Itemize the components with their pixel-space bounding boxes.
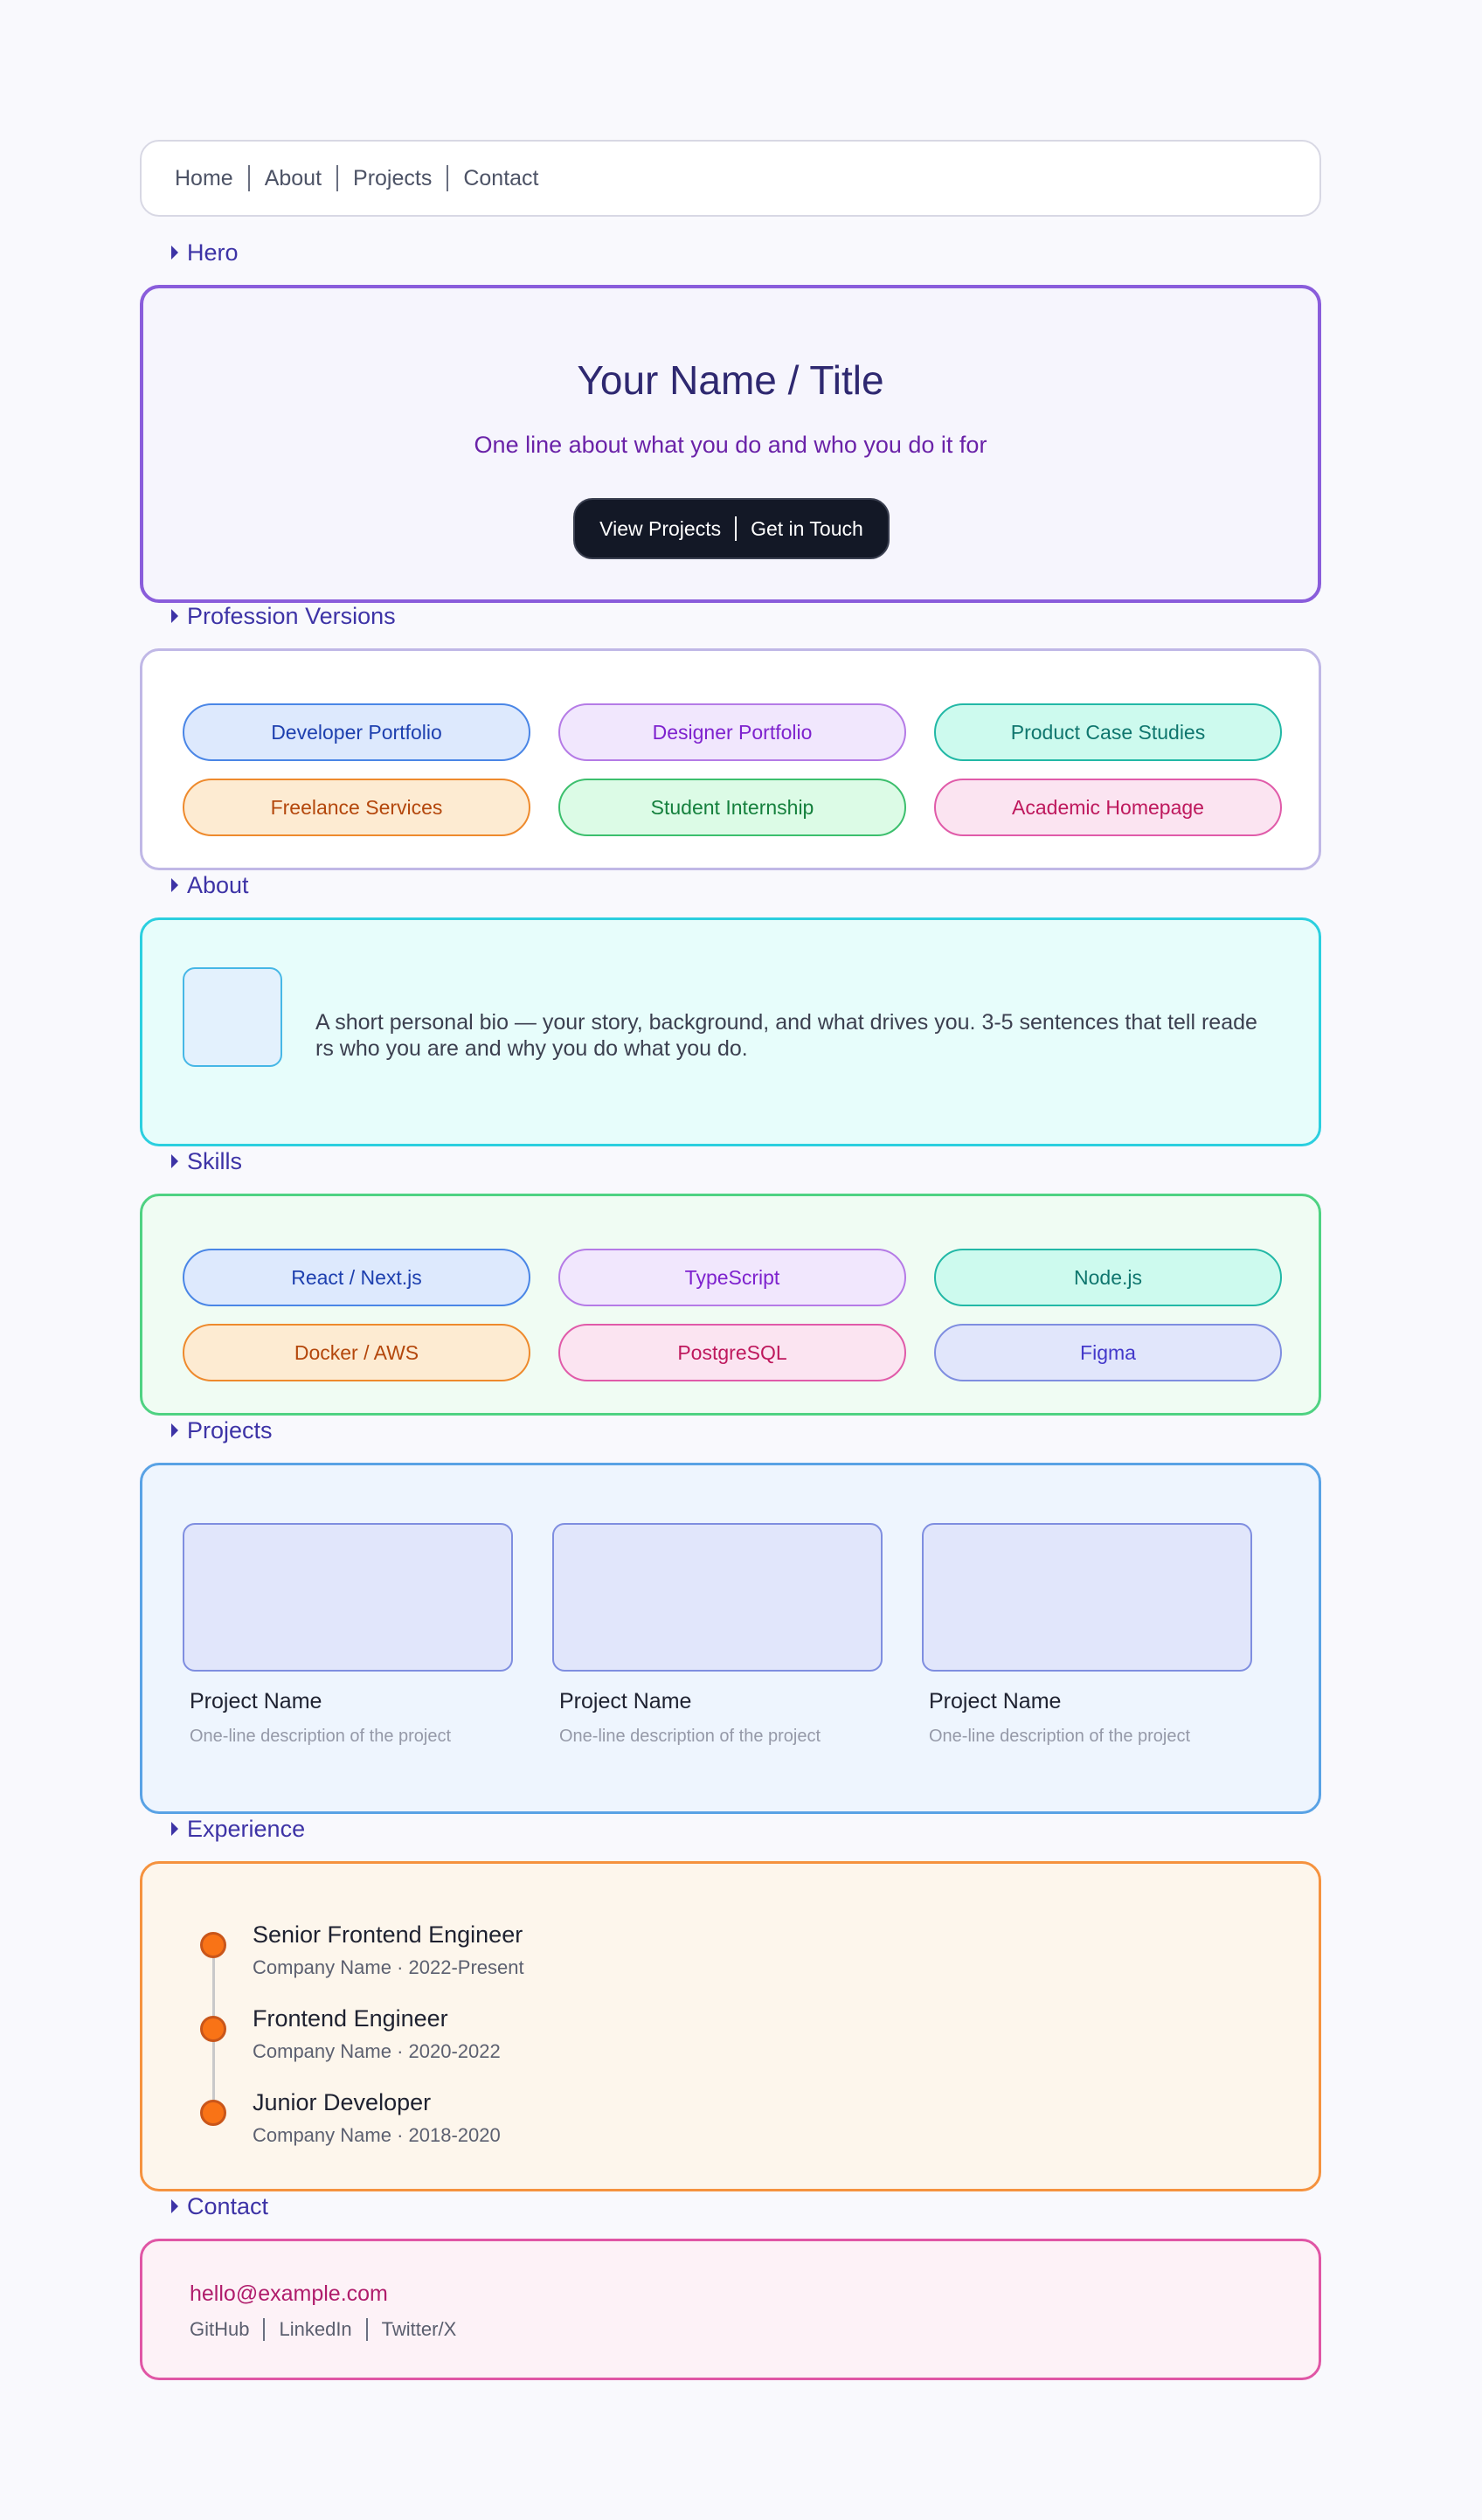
skills-pill[interactable]: Docker / AWS — [183, 1324, 530, 1381]
caret-right-icon — [171, 1154, 178, 1168]
hero-cta-group: View Projects Get in Touch — [573, 498, 890, 559]
section-label-text: Skills — [187, 1147, 243, 1174]
section-label-text: Projects — [187, 1416, 273, 1443]
project-description: One-line description of the project — [929, 1727, 1191, 1746]
project-card[interactable]: Project Name One-line description of the… — [552, 1523, 883, 1747]
section-label-text: Contact — [187, 2192, 269, 2219]
project-name: Project Name — [559, 1689, 692, 1713]
versions-grid: Developer Portfolio Designer Portfolio Pro… — [183, 703, 1284, 836]
social-links: GitHub LinkedIn Twitter/X — [190, 2318, 470, 2341]
caret-right-icon — [171, 878, 178, 892]
link-divider — [263, 2318, 266, 2341]
skills-pill[interactable]: Figma — [934, 1324, 1282, 1381]
nav-divider — [247, 165, 250, 191]
project-thumbnail — [183, 1523, 513, 1672]
view-projects-button[interactable]: View Projects — [599, 516, 722, 540]
nav-link-home[interactable]: Home — [175, 166, 233, 190]
versions-pill[interactable]: Designer Portfolio — [558, 703, 906, 761]
versions-pill[interactable]: Academic Homepage — [934, 779, 1282, 836]
project-card[interactable]: Project Name One-line description of the… — [922, 1523, 1252, 1747]
section-label-skills[interactable]: Skills — [171, 1146, 242, 1176]
project-description: One-line description of the project — [559, 1727, 821, 1746]
skills-pill[interactable]: PostgreSQL — [558, 1324, 906, 1381]
profession-versions-section: Developer Portfolio Designer Portfolio Pro… — [140, 648, 1321, 870]
get-in-touch-button[interactable]: Get in Touch — [751, 516, 863, 540]
hero-title: Your Name / Title — [577, 357, 884, 403]
project-name: Project Name — [929, 1689, 1062, 1713]
caret-right-icon — [171, 246, 178, 260]
nav-link-projects[interactable]: Projects — [353, 166, 433, 190]
skills-pill[interactable]: TypeScript — [558, 1249, 906, 1306]
section-label-text: About — [187, 871, 249, 898]
section-label-hero[interactable]: Hero — [171, 238, 239, 267]
section-label-text: Hero — [187, 239, 239, 266]
about-section: A short personal bio — your story, backg… — [140, 917, 1321, 1146]
caret-right-icon — [171, 609, 178, 623]
timeline-dot-icon — [200, 2100, 226, 2126]
timeline-dot-icon — [200, 1932, 226, 1958]
github-link[interactable]: GitHub — [190, 2318, 250, 2340]
contact-section: hello@example.com GitHub LinkedIn Twitte… — [140, 2239, 1321, 2380]
hero-section: Your Name / Title One line about what yo… — [140, 285, 1321, 603]
section-label-contact[interactable]: Contact — [171, 2191, 268, 2221]
nav-divider — [336, 165, 339, 191]
skills-pill[interactable]: React / Next.js — [183, 1249, 530, 1306]
project-thumbnail — [922, 1523, 1252, 1672]
job-title: Frontend Engineer — [253, 2005, 448, 2032]
projects-section: Project Name One-line description of the… — [140, 1463, 1321, 1814]
section-label-experience[interactable]: Experience — [171, 1814, 305, 1844]
caret-right-icon — [171, 1423, 178, 1437]
about-bio: A short personal bio — your story, backg… — [315, 1010, 1257, 1061]
section-label-projects[interactable]: Projects — [171, 1416, 273, 1445]
skills-pill[interactable]: Node.js — [934, 1249, 1282, 1306]
project-card[interactable]: Project Name One-line description of the… — [183, 1523, 513, 1747]
section-label-text: Experience — [187, 1815, 306, 1842]
versions-pill[interactable]: Student Internship — [558, 779, 906, 836]
project-name: Project Name — [190, 1689, 322, 1713]
cta-divider — [735, 516, 738, 541]
avatar — [183, 967, 282, 1067]
email-link[interactable]: hello@example.com — [190, 2281, 388, 2306]
job-meta: Company Name · 2022-Present — [253, 1956, 524, 1978]
caret-right-icon — [171, 2199, 178, 2213]
project-description: One-line description of the project — [190, 1727, 452, 1746]
top-nav: Home About Projects Contact — [140, 140, 1321, 217]
experience-section: Senior Frontend Engineer Company Name · … — [140, 1861, 1321, 2191]
versions-pill[interactable]: Freelance Services — [183, 779, 530, 836]
versions-pill[interactable]: Developer Portfolio — [183, 703, 530, 761]
versions-pill[interactable]: Product Case Studies — [934, 703, 1282, 761]
nav-divider — [447, 165, 449, 191]
section-label-about[interactable]: About — [171, 870, 249, 900]
link-divider — [365, 2318, 368, 2341]
timeline-dot-icon — [200, 2016, 226, 2042]
section-label-versions[interactable]: Profession Versions — [171, 601, 396, 631]
section-label-text: Profession Versions — [187, 602, 396, 629]
linkedin-link[interactable]: LinkedIn — [279, 2318, 352, 2340]
twitter-link[interactable]: Twitter/X — [381, 2318, 457, 2340]
nav-link-contact[interactable]: Contact — [463, 166, 539, 190]
caret-right-icon — [171, 1822, 178, 1836]
nav-link-about[interactable]: About — [264, 166, 322, 190]
job-title: Junior Developer — [253, 2089, 432, 2115]
project-thumbnail — [552, 1523, 883, 1672]
job-meta: Company Name · 2020-2022 — [253, 2040, 501, 2062]
job-title: Senior Frontend Engineer — [253, 1921, 523, 1948]
job-meta: Company Name · 2018-2020 — [253, 2124, 501, 2146]
hero-subtitle: One line about what you do and who you d… — [474, 432, 987, 458]
